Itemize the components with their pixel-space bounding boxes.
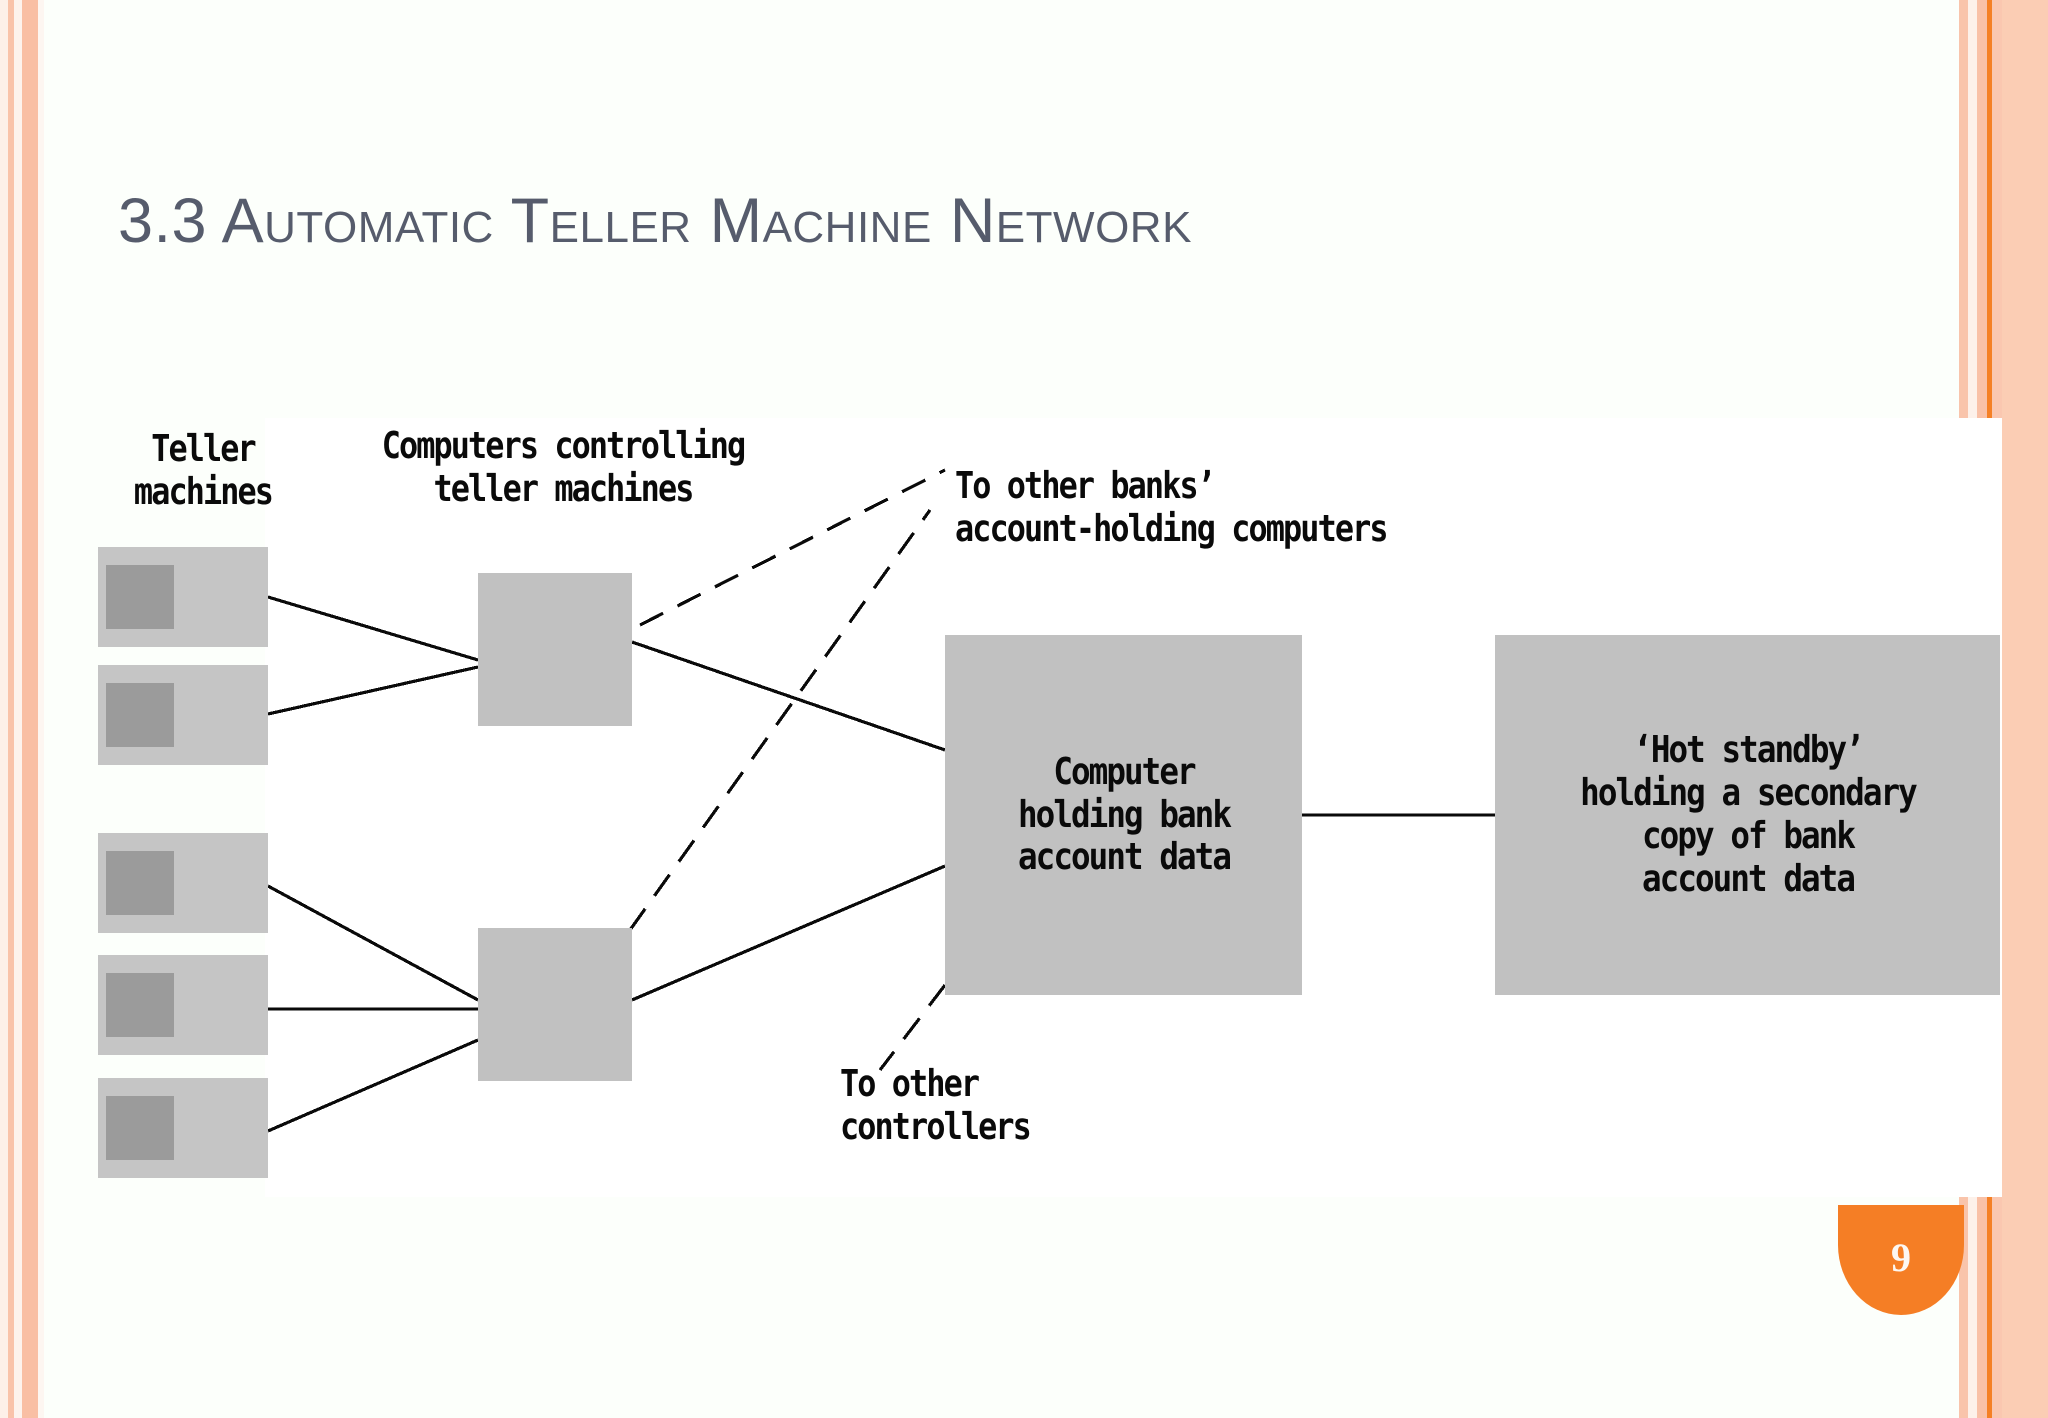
decor-stripe-right-top-3 — [1977, 0, 1987, 418]
teller-screen-icon — [106, 851, 174, 915]
decor-stripe-right-bottom-1 — [1959, 1197, 1968, 1418]
page-number-badge: 9 — [1838, 1205, 1964, 1315]
teller-screen-icon — [106, 683, 174, 747]
decor-stripe-left-5 — [38, 0, 44, 1418]
decor-stripe-left-2 — [8, 0, 14, 1418]
teller-machine-1[interactable] — [98, 547, 268, 647]
teller-machine-3[interactable] — [98, 833, 268, 933]
edge-controller2-otherbanks — [628, 509, 932, 931]
edge-teller1-controller1 — [267, 595, 479, 662]
edge-bankcomputer-othercontrollers — [878, 984, 947, 1071]
edge-controller1-otherbanks — [639, 468, 946, 627]
decor-stripe-right-bottom-2 — [1968, 1197, 1977, 1418]
decor-stripe-right-top-2 — [1968, 0, 1977, 418]
bank-computer-label: Computer holding bank account data — [1017, 749, 1231, 879]
decor-band-right — [2002, 0, 2048, 1418]
edge-teller2-controller1 — [267, 665, 479, 716]
controller-box-1[interactable] — [478, 573, 632, 726]
label-teller-machines: Teller machines — [133, 427, 274, 513]
teller-machine-2[interactable] — [98, 665, 268, 765]
teller-screen-icon — [106, 973, 174, 1037]
teller-machine-4[interactable] — [98, 955, 268, 1055]
hot-standby-box[interactable]: ‘Hot standby’ holding a secondary copy o… — [1495, 635, 2000, 995]
decor-stripe-right-bottom-3 — [1977, 1197, 1987, 1418]
edge-teller5-controller2 — [267, 1038, 479, 1133]
edge-controller1-bankcomputer — [631, 640, 946, 752]
decor-stripe-right-top-1 — [1959, 0, 1968, 418]
decor-stripe-left-4 — [22, 0, 38, 1418]
edge-controller2-bankcomputer — [631, 864, 946, 1002]
teller-screen-icon — [106, 1096, 174, 1160]
decor-stripe-right-bottom-accent — [1987, 1197, 1992, 1418]
controller-box-2[interactable] — [478, 928, 632, 1081]
label-other-banks: To other banks’ account-holding computer… — [955, 464, 1389, 550]
teller-screen-icon — [106, 565, 174, 629]
bank-computer-box[interactable]: Computer holding bank account data — [945, 635, 1302, 995]
decor-stripe-left-3 — [14, 0, 22, 1418]
label-other-controllers: To other controllers — [840, 1062, 1032, 1148]
hot-standby-label: ‘Hot standby’ holding a secondary copy o… — [1579, 728, 1918, 900]
page-title: 3.3 Automatic Teller Machine Network — [118, 186, 1192, 256]
edge-teller3-controller2 — [267, 884, 479, 1002]
teller-machine-5[interactable] — [98, 1078, 268, 1178]
decor-stripe-right-top-accent — [1987, 0, 1992, 418]
decor-stripe-right-bottom-4 — [1992, 1197, 2002, 1418]
decor-stripe-left-1 — [0, 0, 8, 1418]
label-controllers: Computers controlling teller machines — [381, 424, 746, 510]
decor-stripe-right-top-4 — [1992, 0, 2002, 418]
page-number: 9 — [1891, 1234, 1911, 1280]
